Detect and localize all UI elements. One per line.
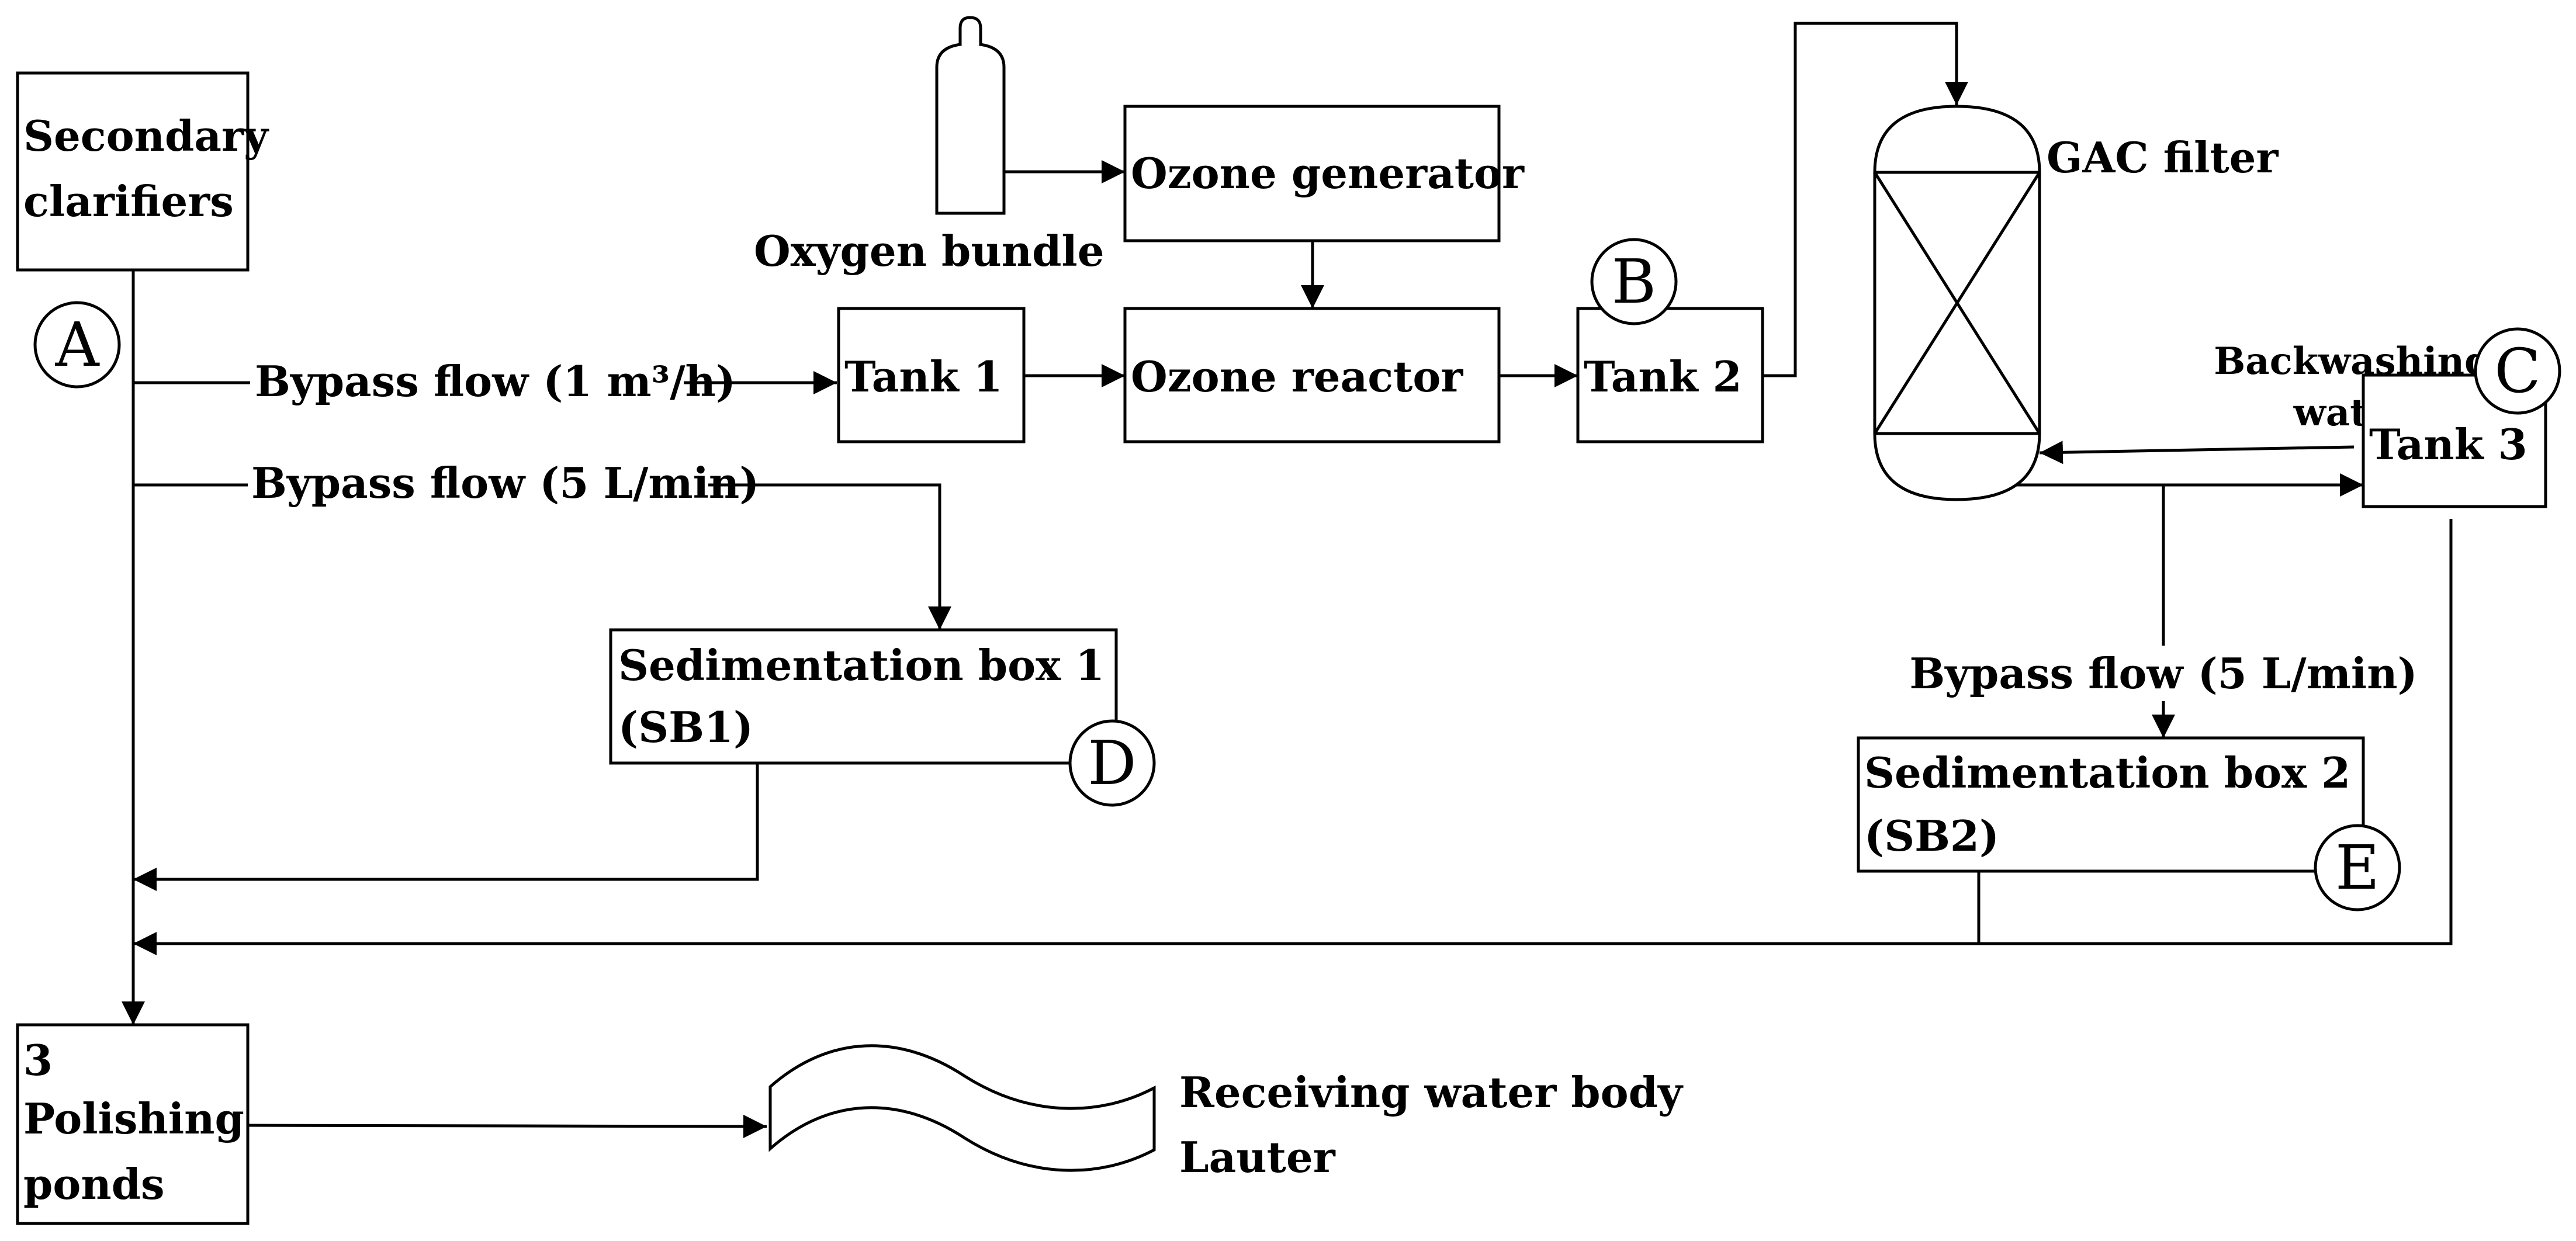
tank3-return-line [133,519,2453,955]
secondary-clarifiers-label-1: Secondary [23,111,269,161]
gac-filter-vessel: GAC filter [1873,105,2279,501]
sampling-point-a: A [33,301,121,389]
polishing-ponds-label-2: Polishing [23,1094,244,1143]
bypass-flow-2-label: Bypass flow (5 L/min) [251,458,759,508]
sampling-point-e: E [2314,824,2401,911]
sampling-point-d: D [1068,719,1156,807]
sb2-label-1: Sedimentation box 2 [1864,748,2350,798]
ozone-generator-box: Ozone generator [1123,105,1525,242]
receiving-water-label-2: Lauter [1179,1132,1336,1182]
gac-filter-label: GAC filter [2047,133,2279,182]
ozone-reactor-box: Ozone reactor [1123,307,1501,443]
backwashing-line [2039,441,2355,464]
tank2-box: Tank 2 [1576,307,1764,443]
bypass-flow-2-arrow [708,483,951,630]
tank2-label: Tank 2 [1584,352,1742,401]
polishing-ponds-label-3: ponds [23,1159,165,1209]
sb2-label-2: (SB2) [1864,811,1999,861]
secondary-clarifiers-box: Secondary clarifiers [16,71,269,272]
polishing-ponds-box: 3 Polishing ponds [16,1023,250,1225]
oxygen-bundle-label: Oxygen bundle [754,226,1105,276]
ozone-generator-label: Ozone generator [1131,148,1525,198]
tank3-label: Tank 3 [2369,420,2527,469]
sedimentation-box-1: Sedimentation box 1 (SB1) [609,628,1118,765]
river-icon [768,1044,1156,1172]
sampling-point-a-label: A [54,309,100,380]
sampling-point-b-label: B [1612,246,1656,317]
tank1-label: Tank 1 [844,352,1003,401]
ponds-to-river-line [247,1114,767,1138]
ozone-reactor-label: Ozone reactor [1131,352,1463,401]
sampling-point-c-label: C [2494,335,2541,407]
sampling-point-e-label: E [2335,832,2380,903]
tank1-box: Tank 1 [837,307,1026,443]
bypass-flow-3-label: Bypass flow (5 L/min) [1909,649,2417,698]
sampling-point-c: C [2474,327,2561,415]
secondary-clarifiers-label-2: clarifiers [23,176,234,226]
sedimentation-box-2: Sedimentation box 2 (SB2) [1857,736,2365,873]
tank2-to-gac-line [1763,22,1968,377]
polishing-ponds-label-1: 3 [23,1035,53,1085]
sampling-point-b: B [1590,238,1678,325]
sb1-label-2: (SB1) [618,702,753,752]
sb1-label-1: Sedimentation box 1 [618,640,1105,690]
receiving-water-label-1: Receiving water body [1179,1067,1684,1117]
sb1-return-line [133,763,759,891]
sampling-point-d-label: D [1088,727,1136,799]
oxygen-bundle-cylinder: Oxygen bundle [754,16,1105,276]
bypass-flow-1-label: Bypass flow (1 m³/h) [255,356,736,406]
